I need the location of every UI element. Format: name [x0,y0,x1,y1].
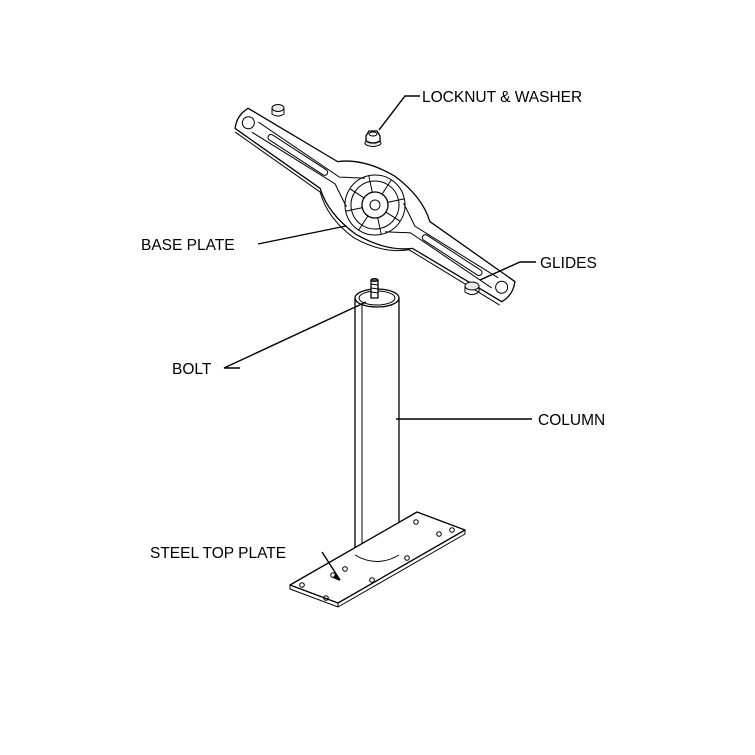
column-part [354,288,400,565]
glide-bottom-right [464,281,480,295]
bolt-part [370,278,379,299]
steel-top-plate-part [289,511,466,608]
label-base-plate: BASE PLATE [141,237,235,254]
glide-top-left [271,104,285,117]
leader-lines [223,95,536,581]
label-bolt: BOLT [172,361,212,378]
label-locknut-washer: LOCKNUT & WASHER [422,89,582,106]
label-column: COLUMN [538,412,605,429]
locknut-washer-part [364,130,382,147]
label-steel-top-plate: STEEL TOP PLATE [150,545,286,562]
label-glides: GLIDES [540,255,597,272]
base-plate-part [234,107,516,306]
